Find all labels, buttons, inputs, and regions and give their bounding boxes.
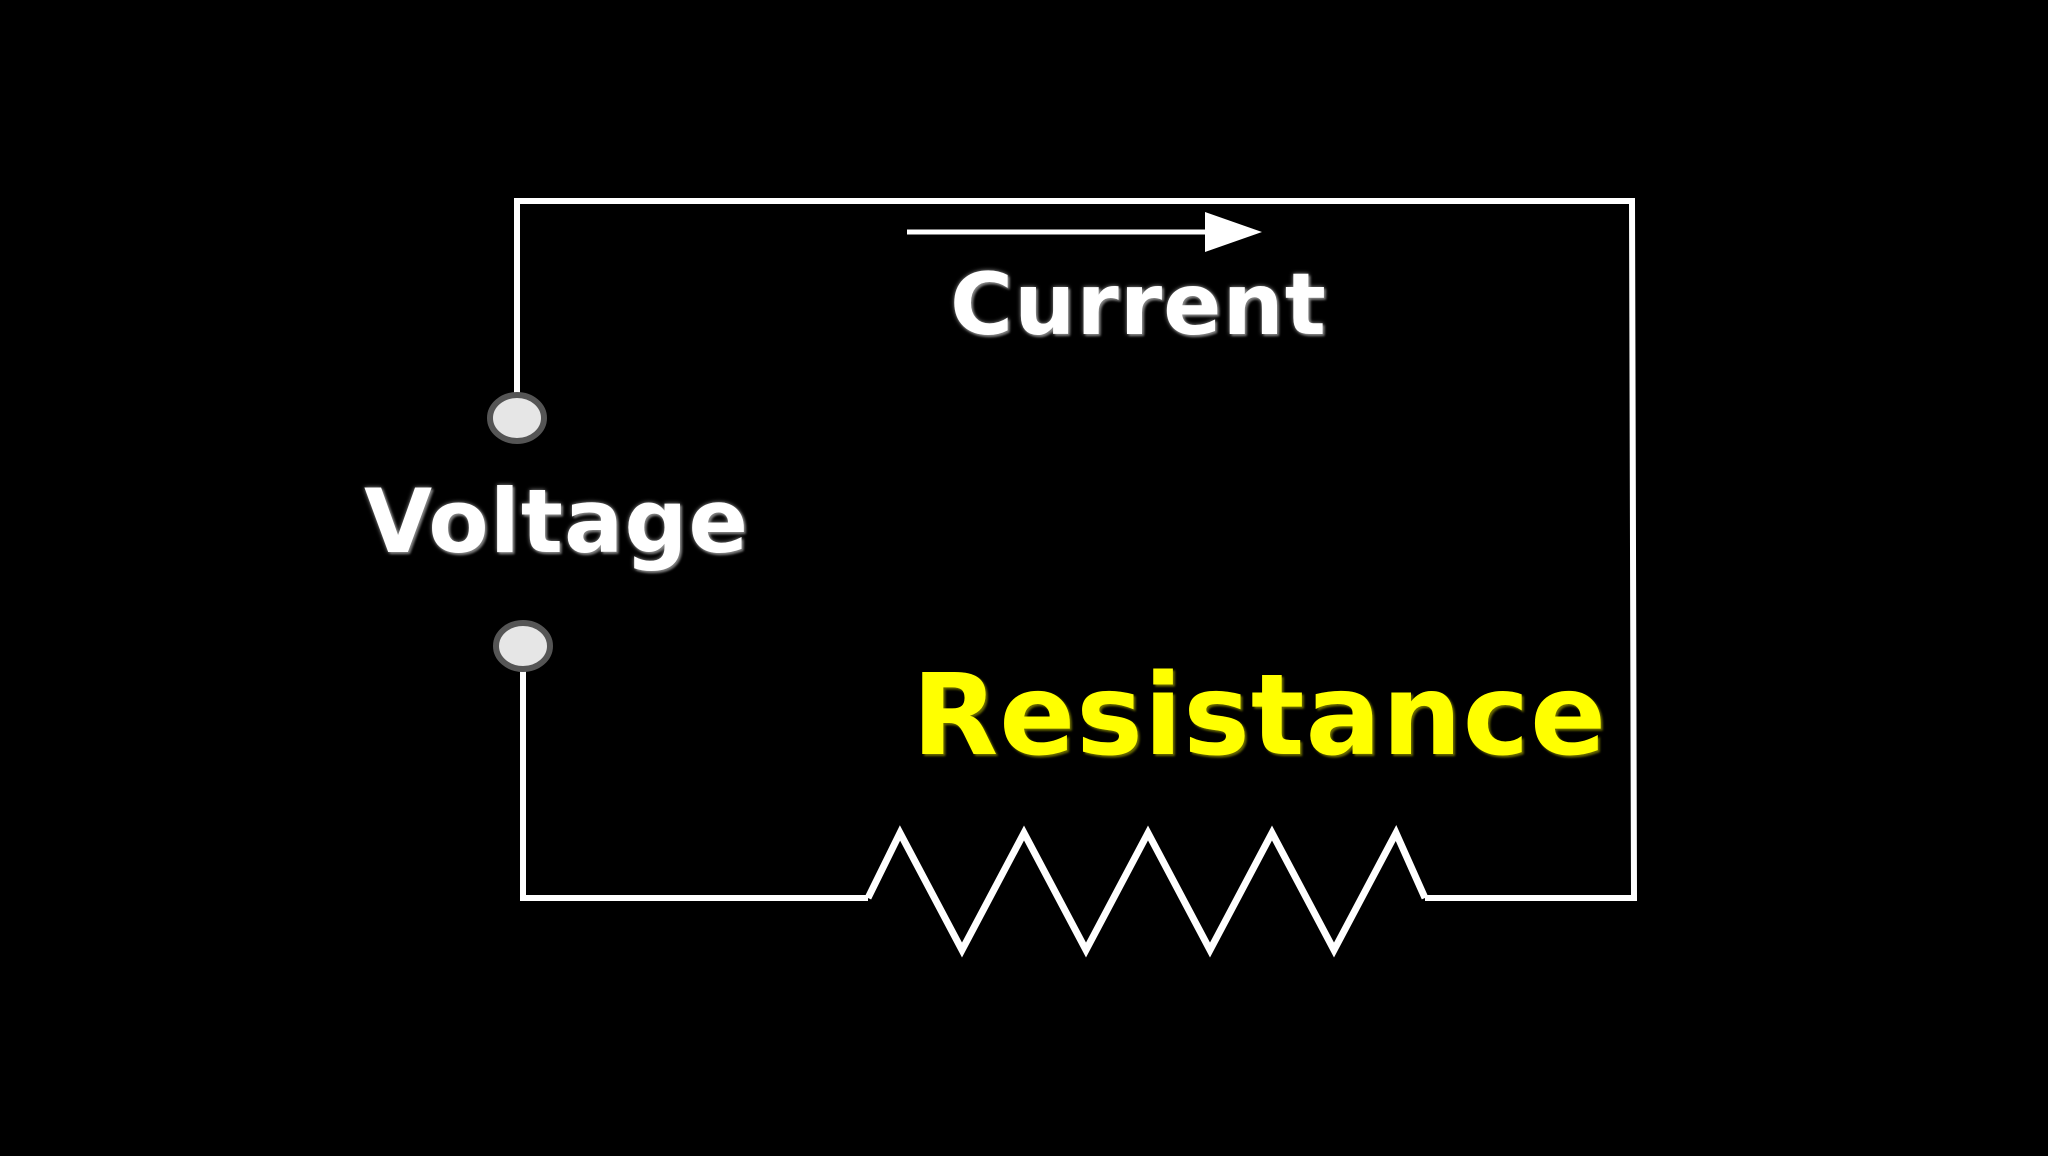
wire-bottom bbox=[520, 670, 868, 901]
arrow-right-icon bbox=[907, 212, 1262, 252]
terminal-top-icon bbox=[487, 392, 547, 444]
resistance-label: Resistance bbox=[912, 651, 1608, 781]
wire-top bbox=[514, 198, 1638, 901]
resistor-zigzag-icon bbox=[864, 825, 1429, 958]
current-label: Current bbox=[950, 255, 1327, 355]
terminal-bottom-icon bbox=[493, 620, 553, 672]
voltage-label: Voltage bbox=[364, 470, 750, 573]
